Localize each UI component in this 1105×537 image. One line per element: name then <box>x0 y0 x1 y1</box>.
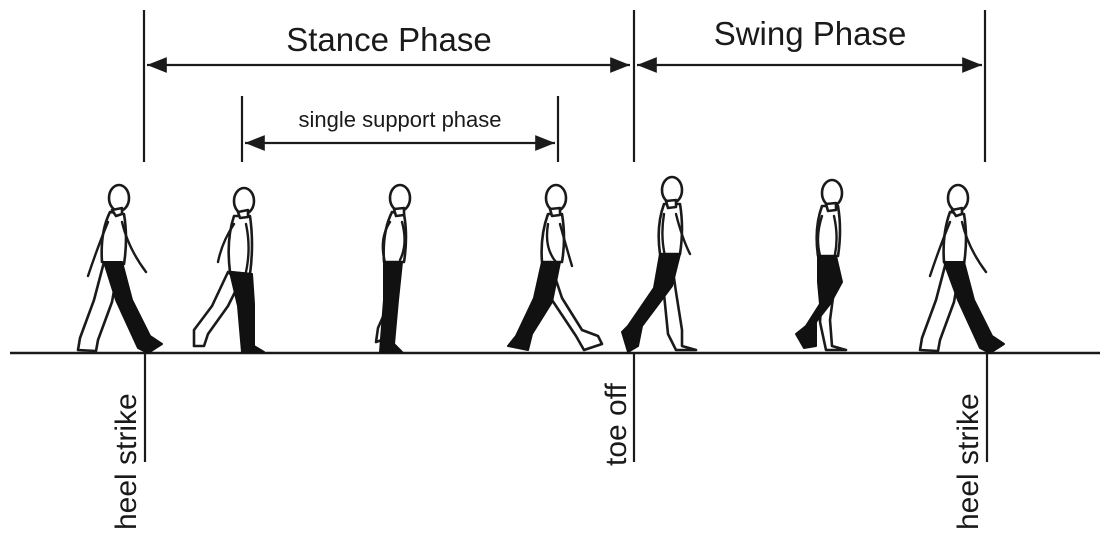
swing-phase-label: Swing Phase <box>714 15 907 52</box>
toe-off-label: toe off <box>600 382 633 466</box>
walker-figure-heel-strike <box>76 183 163 354</box>
walker-figure-mid-stance <box>374 183 412 353</box>
walker-figure-mid-swing <box>795 178 848 352</box>
walker-figure-toe-off <box>621 175 698 353</box>
heel-strike-start-label: heel strike <box>110 393 143 530</box>
heel-strike-end-label: heel strike <box>952 393 985 530</box>
walker-figure-foot-flat <box>192 186 265 353</box>
single-support-label: single support phase <box>298 107 501 132</box>
stance-phase-label: Stance Phase <box>286 21 491 58</box>
walker-figure-heel-off <box>507 183 604 352</box>
walker-figure-heel-strike-repeat <box>918 183 1005 354</box>
